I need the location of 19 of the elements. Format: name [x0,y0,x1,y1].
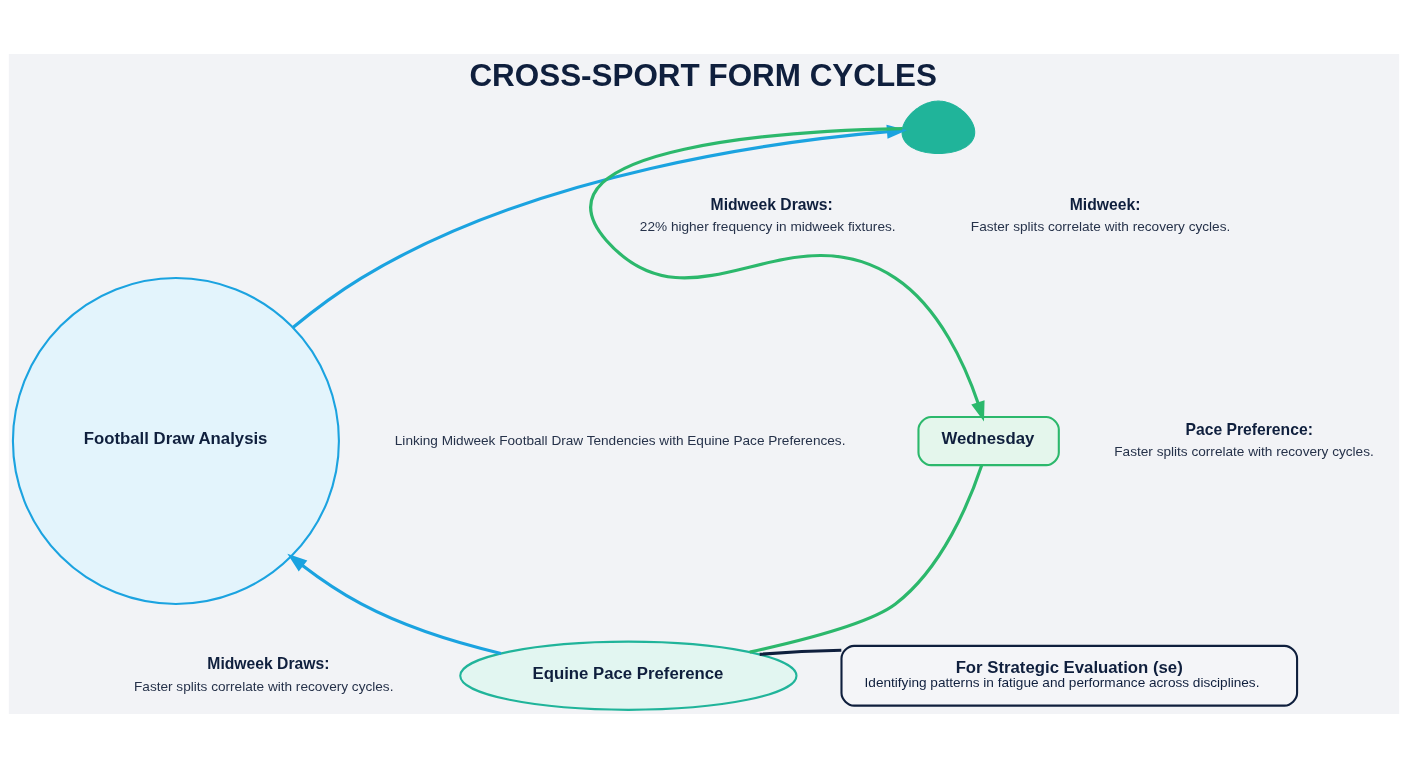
node-box: Wednesday [917,415,1060,467]
label: Faster splits correlate with recovery cycles. [970,218,1231,234]
label: 22% higher frequency in midweek fixtures. [639,218,896,234]
label: Pace Preference: [1185,420,1313,438]
node-horse [901,100,976,155]
connector [749,464,984,654]
arrow [590,127,985,422]
node-circle: Football Draw Analysis [11,277,340,606]
label: Midweek: [1069,195,1141,213]
label: Midweek Draws: [710,195,833,213]
label: Midweek Draws: [207,655,330,673]
connector [759,648,842,656]
label: Linking Midweek Football Draw Tendencies with Equine Pace Preferences. [394,432,846,448]
node-box: For Strategic Evaluation (se) Identifying patterns in fatigue and performance across disciplines. [840,644,1299,707]
label: Faster splits correlate with recovery cycles. [1114,444,1374,460]
node-ellipse: Equine Pace Preference [459,640,798,711]
label: Faster splits correlate with recovery cycles. [134,678,394,694]
arrow [287,553,502,655]
diagram-title: CROSS-SPORT FORM CYCLES [469,58,938,94]
